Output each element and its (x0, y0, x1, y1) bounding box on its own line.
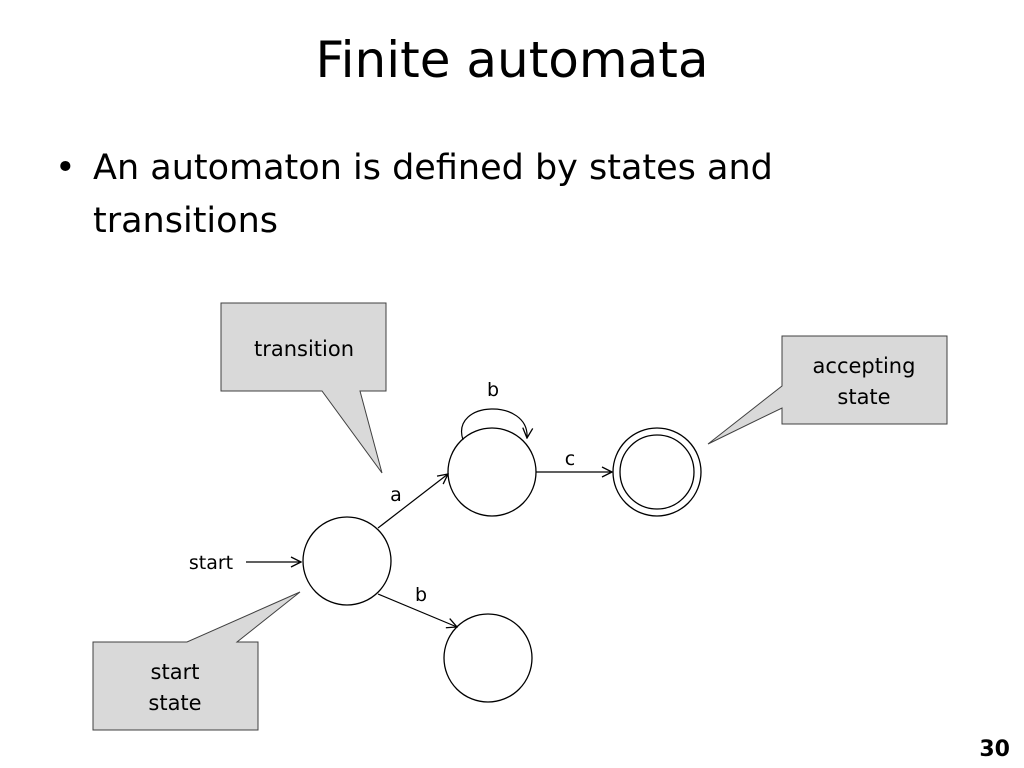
edge-b-down (377, 593, 457, 627)
edge-c-label: c (565, 448, 575, 470)
callout-accepting-state: accepting state (707, 335, 948, 445)
state-accepting (612, 427, 702, 517)
edge-a (377, 474, 448, 529)
callout-accepting-text-line2: state (837, 385, 890, 409)
slide-title: Finite automata (315, 31, 709, 89)
callout-transition: transition (220, 302, 387, 474)
callout-start-state: start state (92, 591, 301, 731)
bullet-item: • An automaton is defined by states and … (55, 142, 955, 248)
state-bottom (443, 613, 533, 703)
callout-start-text-line1: start (151, 660, 200, 684)
callout-start-text-line2: state (148, 691, 201, 715)
bullet-text: An automaton is defined by states and tr… (93, 148, 773, 241)
edge-a-label: a (390, 484, 402, 506)
callout-transition-text: transition (254, 337, 354, 361)
state-start (302, 516, 392, 606)
bullet-icon: • (55, 148, 76, 188)
state-middle (447, 427, 537, 517)
page-number: 30 (979, 737, 1010, 762)
callout-accepting-text-line1: accepting (813, 354, 916, 378)
edge-b-down-label: b (415, 584, 427, 606)
start-arrow-label: start (189, 552, 233, 574)
edge-b-loop-label: b (487, 379, 499, 401)
edge-b-loop (460, 408, 528, 441)
bullet-list: • An automaton is defined by states and … (55, 142, 955, 248)
